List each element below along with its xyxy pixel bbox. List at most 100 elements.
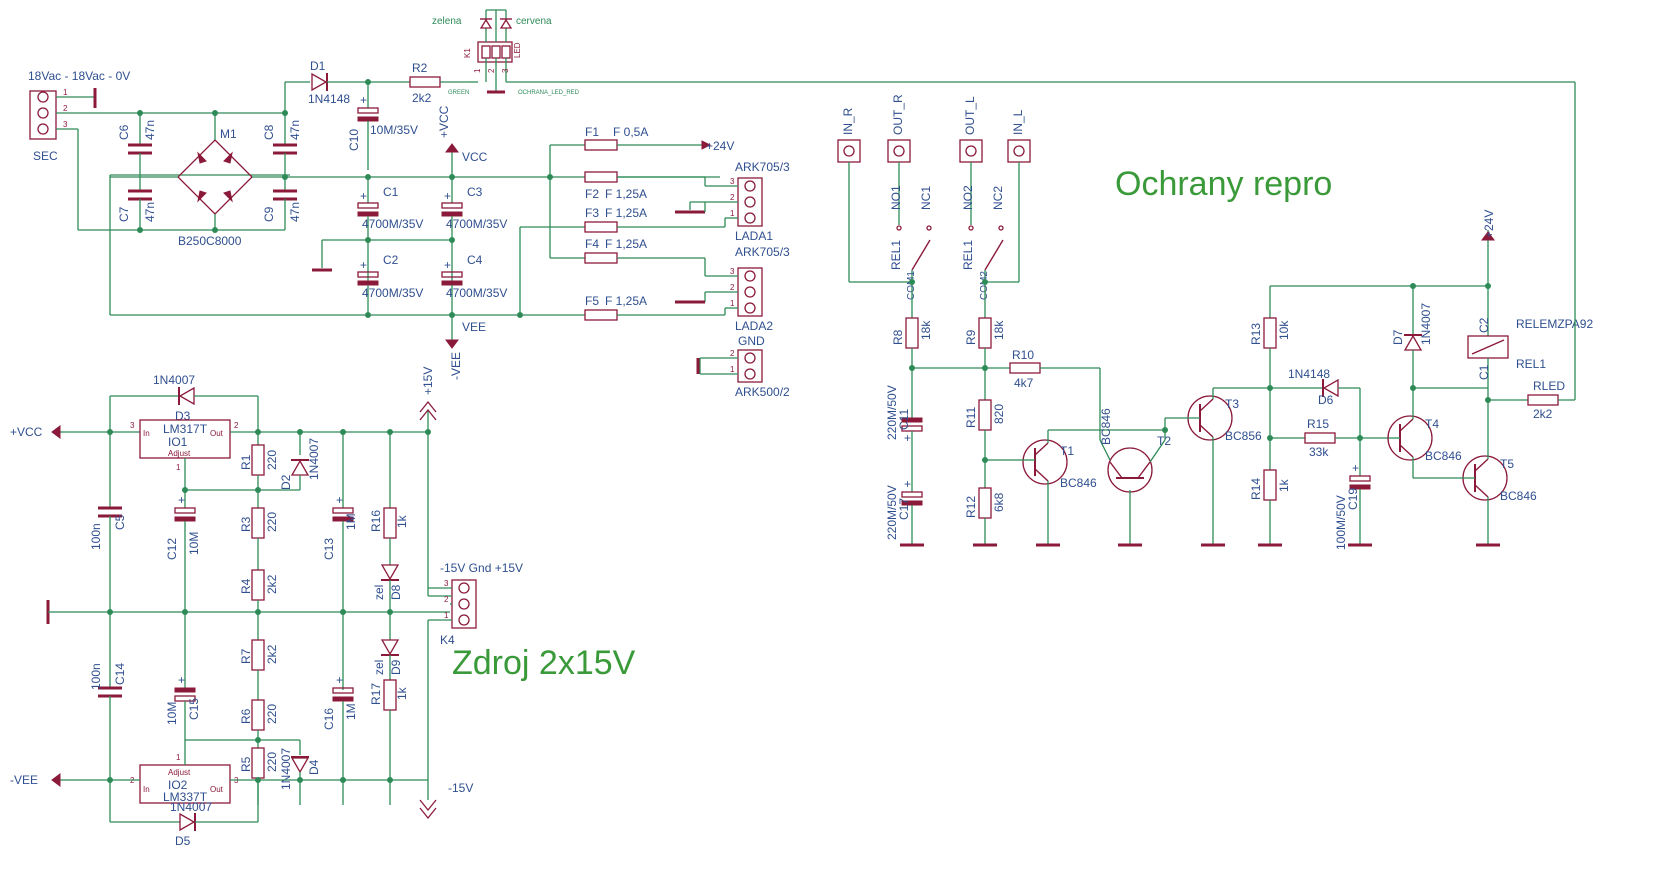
svg-text:K4: K4 <box>440 633 455 647</box>
svg-text:RLED: RLED <box>1533 379 1565 393</box>
svg-text:47n: 47n <box>143 120 157 140</box>
svg-text:D2: D2 <box>279 474 293 490</box>
svg-text:C6: C6 <box>117 124 131 140</box>
svg-text:D7: D7 <box>1391 329 1405 345</box>
svg-text:C11: C11 <box>897 409 911 430</box>
svg-text:D6: D6 <box>1318 393 1334 407</box>
svg-text:3: 3 <box>130 421 135 430</box>
svg-text:18k: 18k <box>992 320 1006 340</box>
svg-text:R11: R11 <box>964 407 978 428</box>
svg-text:BC846: BC846 <box>1060 476 1097 490</box>
transistor-t2: T2 BC846 <box>1099 408 1171 547</box>
transformer-label: 18Vac - 18Vac - 0V <box>28 69 130 83</box>
svg-text:+: + <box>444 258 451 272</box>
svg-text:C19: C19 <box>1346 488 1360 510</box>
svg-text:+: + <box>336 493 343 507</box>
svg-text:BC846: BC846 <box>1500 489 1537 503</box>
svg-text:4700M/35V: 4700M/35V <box>446 217 507 231</box>
svg-text:+VCC: +VCC <box>10 425 43 439</box>
svg-text:C1: C1 <box>1477 364 1491 380</box>
svg-text:F 1,25A: F 1,25A <box>605 294 647 308</box>
svg-text:NO2: NO2 <box>961 185 975 210</box>
svg-text:100n: 100n <box>89 663 103 690</box>
svg-text:1: 1 <box>444 611 449 620</box>
svg-text:R14: R14 <box>1249 478 1263 500</box>
svg-text:+: + <box>178 673 185 687</box>
svg-text:1N4007: 1N4007 <box>153 373 195 387</box>
svg-text:F 1,25A: F 1,25A <box>605 187 647 201</box>
svg-text:3: 3 <box>63 120 68 129</box>
svg-text:1M: 1M <box>344 513 358 530</box>
svg-text:LED: LED <box>513 42 522 58</box>
svg-text:R9: R9 <box>964 329 978 345</box>
m15v-label: -15V <box>448 781 473 795</box>
svg-text:D3: D3 <box>175 409 191 423</box>
audio-terminals: IN_R OUT_R OUT_L IN_L <box>837 94 1031 163</box>
transistor-t5: T5 BC846 <box>1462 400 1537 547</box>
svg-text:1N4007: 1N4007 <box>307 438 321 480</box>
svg-text:R4: R4 <box>239 578 253 594</box>
svg-text:F 0,5A: F 0,5A <box>613 125 648 139</box>
svg-text:6k8: 6k8 <box>992 492 1006 512</box>
svg-text:4700M/35V: 4700M/35V <box>362 217 423 231</box>
bridge-label: B250C8000 <box>178 234 242 248</box>
svg-text:+: + <box>336 673 343 687</box>
regulator-io1: LM317T IO1 In Out Adjust 3 2 1 <box>130 419 239 472</box>
svg-text:+: + <box>360 258 367 272</box>
svg-text:R3: R3 <box>239 516 253 532</box>
svg-text:2: 2 <box>730 283 735 292</box>
svg-text:R17: R17 <box>369 683 383 705</box>
svg-text:C12: C12 <box>165 538 179 560</box>
svg-text:D8: D8 <box>389 584 403 600</box>
svg-text:1N4007: 1N4007 <box>279 748 293 790</box>
svg-text:3: 3 <box>730 267 735 276</box>
connector-lada1: 3 2 1 ARK705/3 LADA1 <box>620 160 790 243</box>
svg-text:3: 3 <box>501 68 510 73</box>
svg-text:T4: T4 <box>1425 417 1439 431</box>
svg-text:In: In <box>143 429 150 438</box>
svg-text:LM317T: LM317T <box>163 422 208 436</box>
svg-text:D4: D4 <box>307 759 321 775</box>
svg-text:1: 1 <box>730 209 735 218</box>
svg-text:C17: C17 <box>897 498 911 520</box>
svg-text:zel: zel <box>372 585 386 600</box>
svg-text:ARK705/3: ARK705/3 <box>735 160 790 174</box>
svg-text:GREEN: GREEN <box>448 90 469 96</box>
svg-text:OCHRANA_LED_RED: OCHRANA_LED_RED <box>518 90 580 96</box>
svg-text:4k7: 4k7 <box>1014 376 1034 390</box>
svg-text:IO1: IO1 <box>168 435 188 449</box>
svg-text:R8: R8 <box>891 329 905 345</box>
supply-section: +VCC 1N4007 D3 LM317T IO1 In Out Adjust … <box>10 367 636 848</box>
svg-text:NC1: NC1 <box>919 186 933 210</box>
p24v-label: +24V <box>1482 210 1496 238</box>
svg-text:+: + <box>904 431 911 445</box>
svg-text:+: + <box>360 189 367 203</box>
svg-text:2: 2 <box>63 104 68 113</box>
svg-text:C14: C14 <box>113 663 127 685</box>
svg-text:R5: R5 <box>239 756 253 772</box>
p24v-net-label: +24V <box>706 139 734 153</box>
svg-text:T5: T5 <box>1500 457 1514 471</box>
svg-text:ARK705/3: ARK705/3 <box>735 245 790 259</box>
svg-text:D9: D9 <box>389 659 403 675</box>
svg-text:4700M/35V: 4700M/35V <box>446 286 507 300</box>
svg-text:1: 1 <box>176 463 181 472</box>
svg-text:NC2: NC2 <box>991 186 1005 210</box>
svg-text:2k2: 2k2 <box>1533 407 1553 421</box>
svg-text:2: 2 <box>487 68 496 73</box>
transistor-t4: T4 BC846 <box>1387 388 1462 479</box>
svg-text:C1: C1 <box>383 185 399 199</box>
svg-text:1N4148: 1N4148 <box>308 92 350 106</box>
svg-text:1: 1 <box>176 753 181 762</box>
svg-text:C10: C10 <box>347 129 361 151</box>
svg-text:C8: C8 <box>262 124 276 140</box>
svg-text:-VEE: -VEE <box>10 773 38 787</box>
svg-text:2k2: 2k2 <box>265 574 279 594</box>
protection-heading: Ochrany repro <box>1115 165 1332 203</box>
svg-text:R6: R6 <box>239 708 253 724</box>
regulator-io2: Adjust IO2 LM337T In Out 2 3 1 <box>130 753 239 804</box>
svg-text:1: 1 <box>730 299 735 308</box>
p15v-label: +15V <box>421 367 435 395</box>
svg-text:D5: D5 <box>175 834 191 848</box>
